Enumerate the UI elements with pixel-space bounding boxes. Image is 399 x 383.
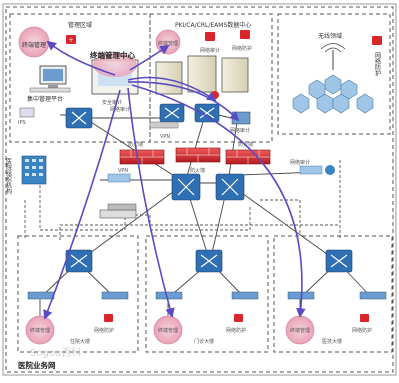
svg-text:+: + [68,37,73,44]
svg-text:网络防护: 网络防护 [352,327,372,334]
svg-text:网络审计: 网络审计 [200,47,220,54]
wireless-zone [277,13,391,135]
building-left-zone [17,235,139,353]
server-icon [187,55,217,93]
svg-text:网络审计: 网络审计 [290,159,310,166]
svg-text:VPN: VPN [118,168,128,174]
svg-text:终端管理: 终端管理 [158,327,178,334]
term-center-label: 终端管理中心 [89,50,135,60]
bottom-mid: 终端管理 网络防护 门诊大楼 [153,249,259,345]
wireless-zone-content: 无线领域 网络防护 [292,32,382,114]
svg-text:网络防护: 网络防护 [232,45,252,52]
hospital-network-frame [5,6,394,373]
svg-text:网络防护: 网络防护 [94,327,114,334]
bottom-right: 终端管理 网络防护 医技大楼 [285,249,387,345]
building-right-zone [273,235,393,353]
pki-center-label: PKI/CA/CRL/EAMS数据中心 [175,21,251,29]
svg-text:安全审计: 安全审计 [102,99,122,106]
management-arrows [43,40,306,320]
hospital-org: 医院组织机构 [5,155,47,195]
building-right-label: 医技大楼 [322,338,342,345]
svg-text:IPS: IPS [18,120,26,126]
wireless-label: 无线领域 [318,32,342,40]
wireless-cells [292,74,374,114]
svg-text:网络审计: 网络审计 [230,127,250,134]
svg-text:防火墙: 防火墙 [190,167,205,174]
central-mgmt-label: 集中管理平台 [27,95,63,103]
data-center-content: PKI/CA/CRL/EAMS数据中心 终端管理 网络审计 网络防护 网络审计 … [149,21,252,140]
building-mid-label: 门诊大楼 [194,338,214,345]
core-switches: VPN 网络审计 [99,159,335,219]
hospital-org-label: 医院组织机构 [5,158,12,195]
watermark: Sogou百科 [30,346,81,359]
building-left-label: 住院大楼 [70,338,90,345]
alert-icon [66,35,76,44]
device-icon [19,107,35,118]
svg-text:网络审计: 网络审计 [110,106,130,113]
mgmt-zone-label: 管理区域 [68,21,92,29]
svg-text:网络防护: 网络防护 [374,52,381,77]
svg-text:网络防护: 网络防护 [226,327,246,334]
dashed-links [24,160,341,240]
term-mgmt-label-top: 终端管理 [22,41,46,49]
svg-text:终端管理: 终端管理 [290,327,310,334]
svg-text:终端管理: 终端管理 [158,40,178,47]
diagram-title: 医院业务网 [18,360,56,370]
svg-text:终端管理: 终端管理 [30,327,50,334]
svg-text:VPN: VPN [160,134,170,140]
server-icon [221,57,249,93]
